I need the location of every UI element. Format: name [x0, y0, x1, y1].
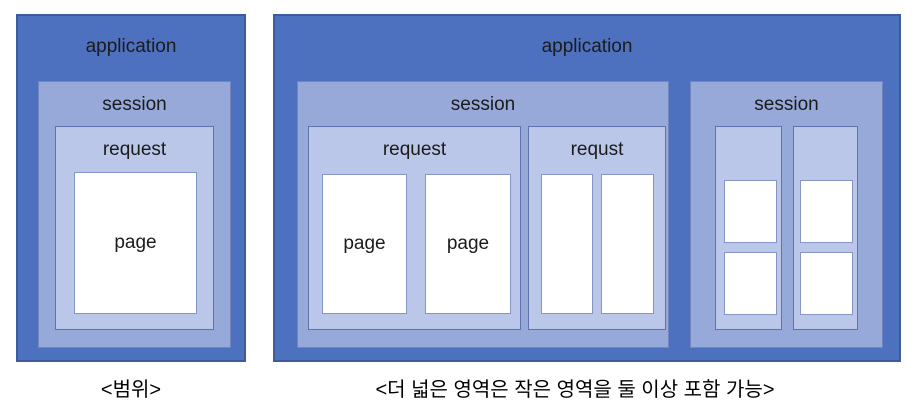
- left-application-label: application: [85, 36, 177, 57]
- right-request2-page1-box: [541, 174, 593, 314]
- right-session2-label: session: [754, 94, 819, 115]
- right-request1-label: request: [382, 139, 447, 160]
- left-session-label: session: [102, 94, 167, 115]
- right-session1-box: session request page page requst: [297, 81, 669, 348]
- right-request2-label: requst: [570, 139, 624, 160]
- right-session2-requestB-box: [793, 126, 858, 330]
- right-application-box: application session request page page re…: [273, 14, 901, 362]
- left-page-label: page: [114, 232, 157, 253]
- left-application-box: application session request page: [16, 14, 246, 362]
- right-page2-box: page: [425, 174, 511, 314]
- right-page1-label: page: [343, 233, 386, 254]
- right-session2-requestA-page2-box: [724, 252, 777, 315]
- right-session2-box: session: [690, 81, 883, 348]
- right-session2-requestA-box: [715, 126, 782, 330]
- right-session2-requestA-page1-box: [724, 180, 777, 243]
- left-request-label: request: [102, 139, 167, 160]
- right-session2-requestB-page1-box: [800, 180, 853, 243]
- right-request2-box: requst: [528, 126, 666, 330]
- left-caption: <범위>: [100, 379, 162, 401]
- right-session2-requestB-page2-box: [800, 252, 853, 315]
- left-session-box: session request page: [38, 81, 231, 348]
- left-page-box: page: [74, 172, 197, 314]
- right-page1-box: page: [322, 174, 407, 314]
- right-application-label: application: [541, 36, 633, 57]
- right-request1-box: request page page: [308, 126, 521, 330]
- left-request-box: request page: [55, 126, 214, 330]
- right-request2-page2-box: [601, 174, 654, 314]
- right-session1-label: session: [450, 94, 516, 115]
- right-caption: <더 넓은 영역은 작은 영역을 둘 이상 포함 가능>: [375, 379, 775, 401]
- right-page2-label: page: [446, 233, 490, 254]
